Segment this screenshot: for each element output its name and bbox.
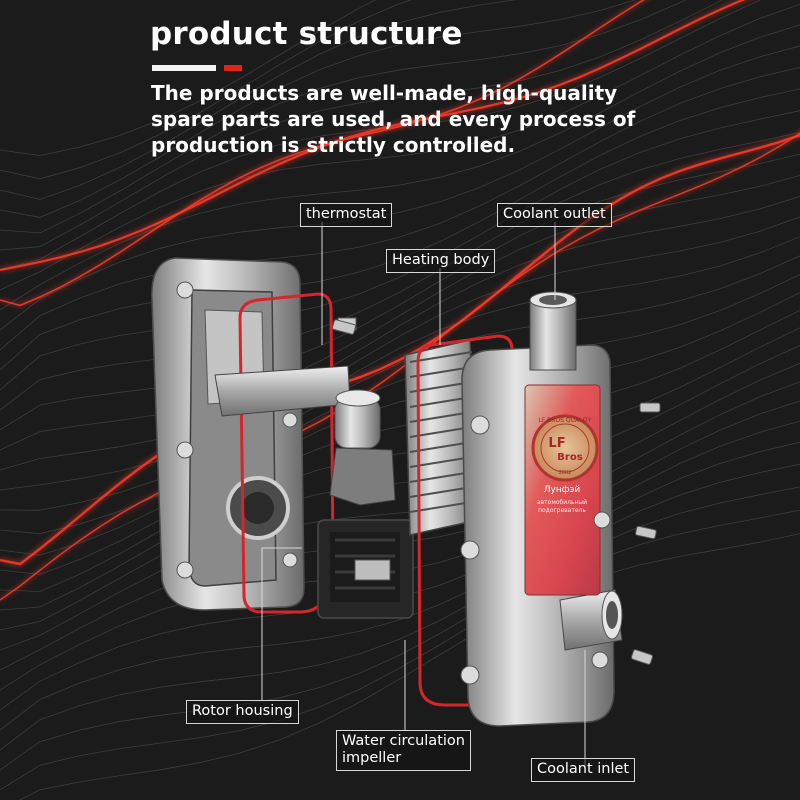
contour-line [0,0,724,251]
label-rotor-housing: Rotor housing [186,700,299,724]
contour-line [0,486,800,771]
impeller-motor [317,519,414,619]
thermostat-bracket [214,317,396,506]
red-glow-wave [0,0,746,272]
heating-fin [409,441,473,453]
heating-fin [409,351,473,363]
contour-line [0,292,800,575]
badge-brand-line1: LF [548,436,565,451]
page-title: product structure [150,16,463,52]
leader-lines [261,222,586,768]
contour-line [0,362,800,651]
contour-line [0,196,800,471]
heating-fin [409,411,473,423]
contour-line [0,236,800,511]
gasket-left [238,292,335,614]
contour-line [0,175,800,451]
contour-line [0,309,800,592]
label-water-circulation-impeller: Water circulation impeller [336,730,471,771]
label-thermostat: thermostat [300,203,393,227]
contour-line [0,24,800,311]
title-underline-red [224,65,242,71]
title-underline-white [152,65,216,71]
contour-line [0,274,800,556]
label-coolant-outlet: Coolant outlet [497,203,612,227]
page-description: The products are well-made, high-quality… [151,81,636,157]
contour-line [0,3,800,291]
badge-subtitle-1: автомобильный [537,499,587,506]
contour-line [0,66,800,351]
contour-line [0,0,517,200]
label-heating-body: Heating body [386,249,496,273]
contour-line [0,0,377,156]
contour-line [0,132,800,411]
badge-ring-text: LF BROS QUALITY [538,417,591,424]
heating-body [404,339,479,536]
contour-line [0,0,636,218]
contour-line [0,327,800,611]
contour-line [0,110,800,391]
contour-line [0,45,800,331]
heating-fin [409,456,473,468]
contour-line [0,0,412,180]
contour-line [0,216,800,491]
contour-line [18,533,800,800]
badge-subtitle-2: подогреватель [538,507,586,514]
loose-screws [332,319,661,665]
contour-line [0,153,800,431]
red-glow-wave [0,0,646,307]
rotor-housing-cover [151,257,305,611]
badge-year: 2002 [559,470,572,476]
heating-fin [409,471,473,483]
heating-fin [409,426,473,438]
badge-brand-line2: Bros [557,452,582,463]
brand-badge: LF BROS QUALITY LF Bros 2002 Лунфэй авто… [531,414,599,514]
contour-line [0,345,800,631]
badge-model: Лунфэй [544,485,581,495]
label-coolant-inlet: Coolant inlet [531,758,636,782]
heating-fin [409,366,473,378]
contour-line [0,441,800,731]
contour-line [0,0,687,234]
contour-line [0,463,800,751]
contour-line [0,509,800,791]
